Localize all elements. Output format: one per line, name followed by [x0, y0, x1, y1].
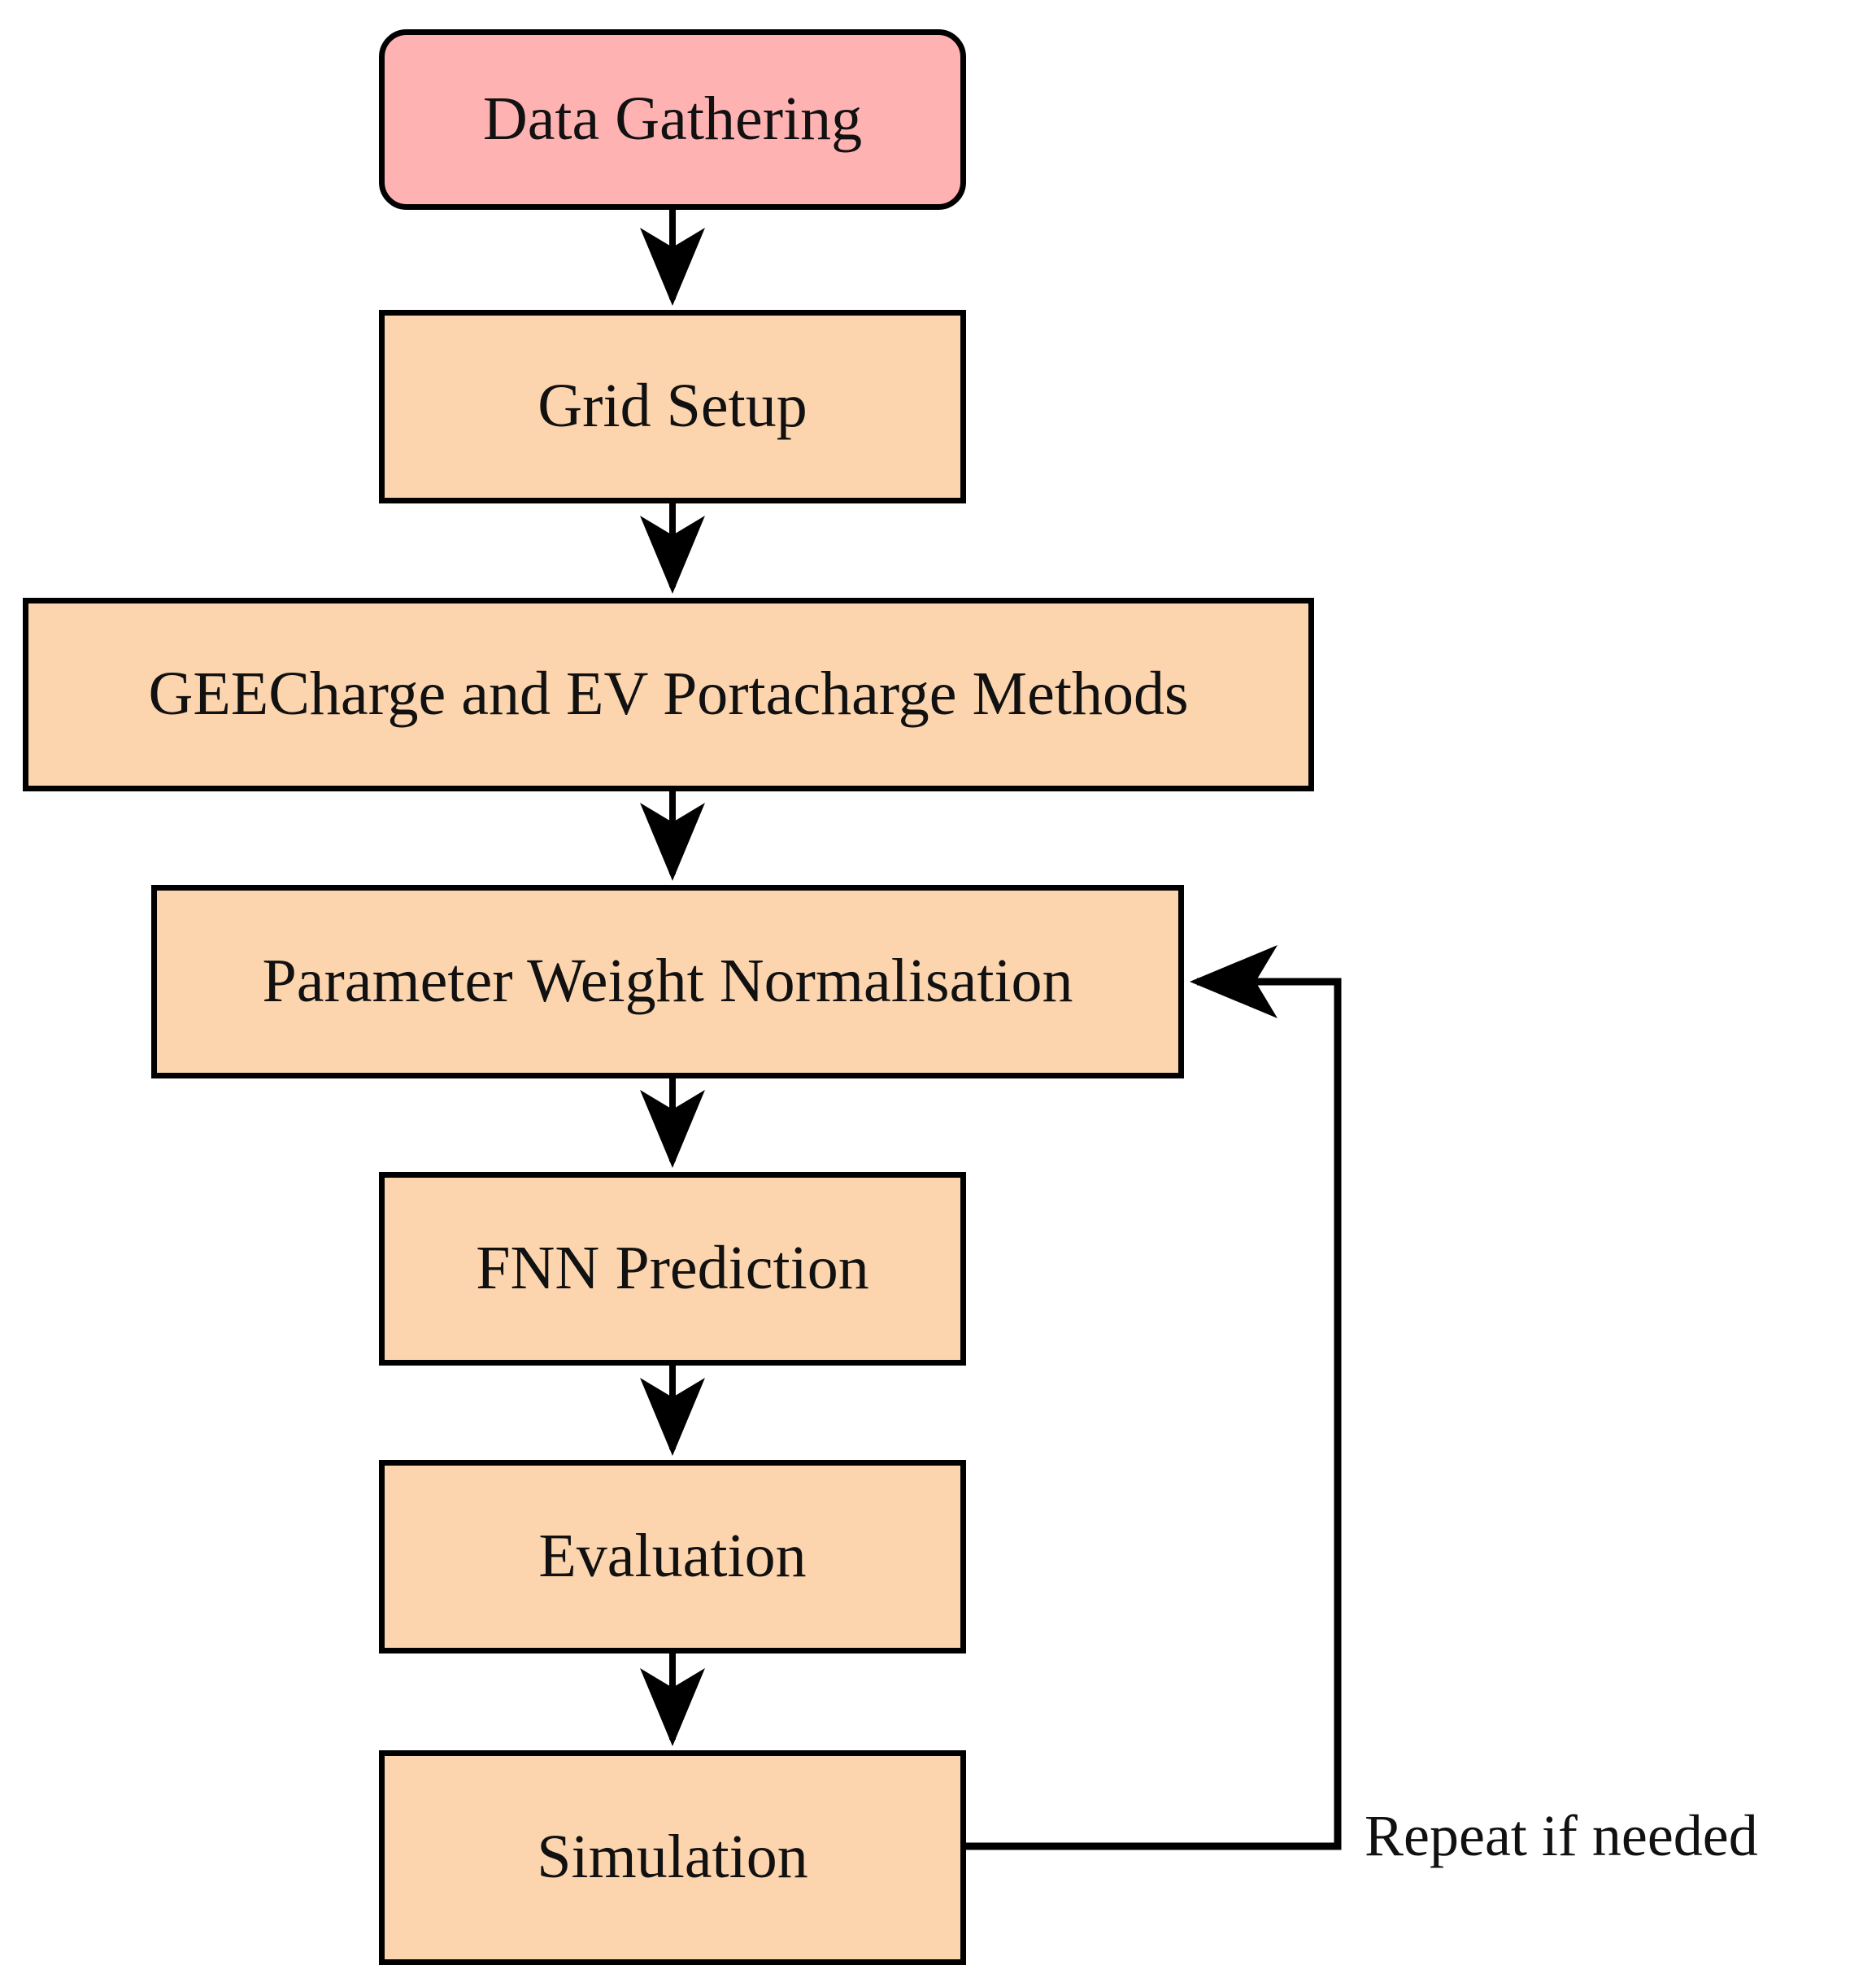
- node-evaluation[interactable]: Evaluation: [379, 1460, 966, 1653]
- node-label-grid-setup: Grid Setup: [538, 372, 807, 441]
- node-label-parameter-weight: Parameter Weight Normalisation: [262, 947, 1073, 1016]
- node-label-data-gathering: Data Gathering: [482, 85, 863, 154]
- node-label-fnn-prediction: FNN Prediction: [476, 1234, 869, 1303]
- edge-simulation-to-parameter-weight-feedback: [966, 945, 1342, 1850]
- node-label-geecharge: GEECharge and EV Portacharge Methods: [148, 660, 1189, 729]
- edge-label-repeat-if-needed: Repeat if needed: [1365, 1803, 1758, 1868]
- node-label-simulation: Simulation: [537, 1823, 808, 1892]
- node-geecharge-ev-portacharge-methods[interactable]: GEECharge and EV Portacharge Methods: [23, 598, 1314, 791]
- node-parameter-weight-normalisation[interactable]: Parameter Weight Normalisation: [151, 885, 1184, 1078]
- node-simulation[interactable]: Simulation: [379, 1750, 966, 1965]
- node-fnn-prediction[interactable]: FNN Prediction: [379, 1172, 966, 1366]
- node-label-evaluation: Evaluation: [538, 1522, 807, 1591]
- node-data-gathering[interactable]: Data Gathering: [379, 29, 966, 210]
- node-grid-setup[interactable]: Grid Setup: [379, 310, 966, 503]
